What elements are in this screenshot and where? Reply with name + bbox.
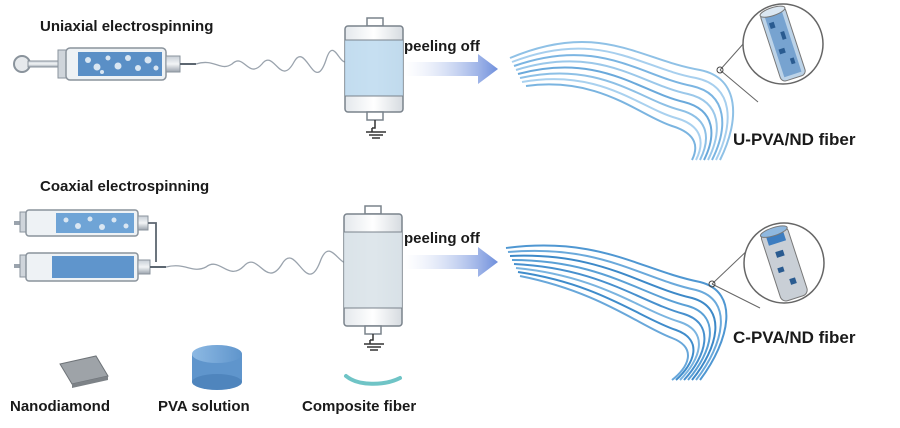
uniaxial-syringe bbox=[13, 47, 196, 81]
uniaxial-collector-drum bbox=[344, 17, 404, 139]
coaxial-outer-syringe bbox=[14, 252, 166, 282]
legend-composite-fiber-label: Composite fiber bbox=[302, 398, 417, 415]
coaxial-title: Coaxial electrospinning bbox=[40, 178, 210, 195]
nanodiamond-icon bbox=[59, 355, 109, 388]
uniaxial-peeling-arrow bbox=[404, 54, 498, 84]
ground-icon bbox=[366, 120, 386, 139]
uniaxial-product-label: U-PVA/ND fiber bbox=[733, 130, 856, 149]
pva-solution-icon bbox=[192, 345, 242, 390]
coaxial-fiber-bundle bbox=[505, 244, 728, 381]
legend-pva-solution-label: PVA solution bbox=[158, 398, 250, 415]
coaxial-peeling-arrow bbox=[404, 247, 498, 277]
composite-fiber-icon bbox=[344, 374, 402, 386]
uniaxial-jet bbox=[195, 50, 349, 74]
uniaxial-magnified-fiber bbox=[716, 3, 824, 103]
uniaxial-peeling-label: peeling off bbox=[404, 38, 480, 55]
coaxial-peeling-label: peeling off bbox=[404, 230, 480, 247]
coaxial-magnified-fiber bbox=[708, 222, 825, 309]
legend-nanodiamond-label: Nanodiamond bbox=[10, 398, 110, 415]
coaxial-jet bbox=[165, 250, 351, 275]
coaxial-inner-syringe bbox=[14, 209, 157, 262]
coaxial-collector-drum bbox=[343, 205, 403, 351]
coaxial-product-label: C-PVA/ND fiber bbox=[733, 328, 856, 347]
ground-icon bbox=[364, 334, 384, 351]
uniaxial-fiber-bundle bbox=[509, 41, 735, 161]
uniaxial-title: Uniaxial electrospinning bbox=[40, 18, 214, 35]
